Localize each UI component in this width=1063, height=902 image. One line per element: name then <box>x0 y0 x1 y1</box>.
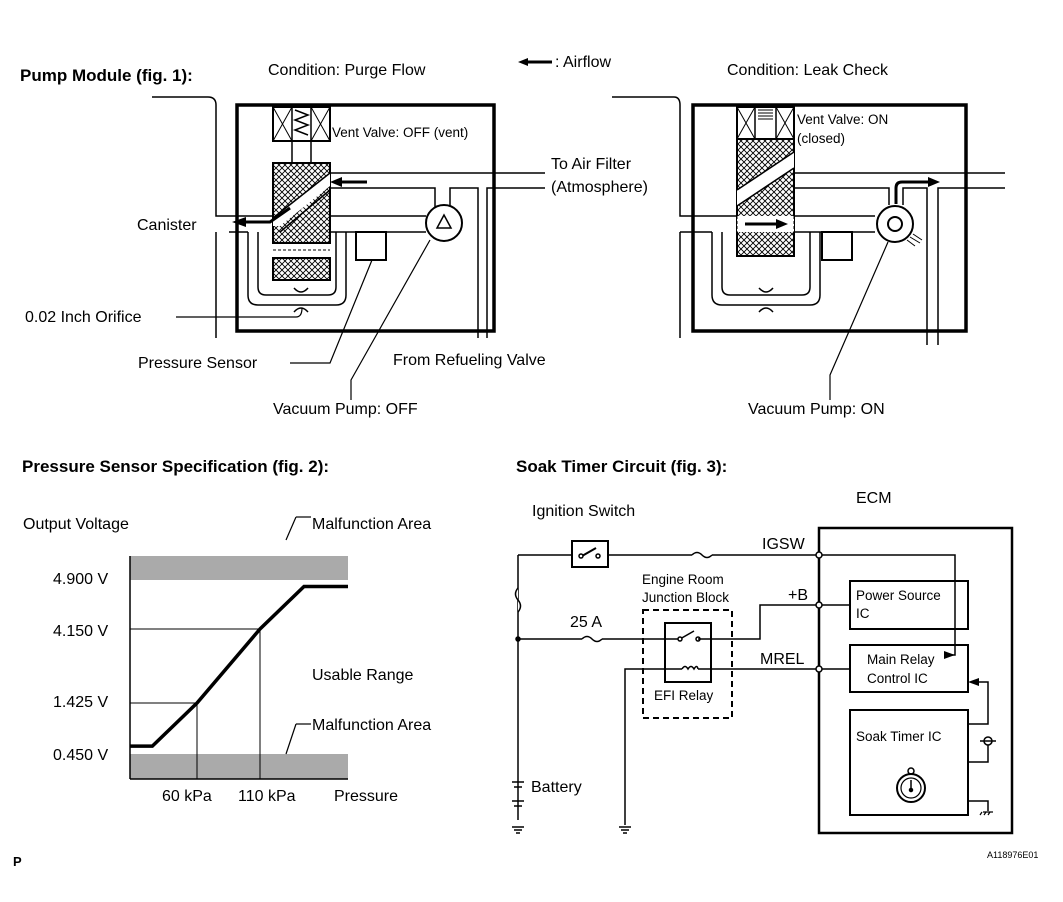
vent-valve-off-label: Vent Valve: OFF (vent) <box>332 125 468 140</box>
soak-timer-ic <box>849 709 969 816</box>
ecm-label: ECM <box>856 490 892 507</box>
efi-relay-box <box>664 622 712 683</box>
soak-timer-circuit <box>512 526 1014 835</box>
soak-timer-label: Soak Timer IC <box>856 729 942 744</box>
ignition-switch-label: Ignition Switch <box>532 503 635 520</box>
battery-ground-icon <box>512 826 524 834</box>
pressure-sensor-chart <box>129 556 348 780</box>
engine-room-junction-block <box>642 609 733 719</box>
fig2-title: Pressure Sensor Specification (fig. 2): <box>22 457 329 476</box>
junction-block-label-2: Junction Block <box>642 590 729 605</box>
orifice-label: 0.02 Inch Orifice <box>25 309 142 326</box>
airflow-legend-label: : Airflow <box>555 54 611 71</box>
battery-icon <box>512 781 524 807</box>
junction-block-label-1: Engine Room <box>642 572 724 587</box>
to-air-filter-label: To Air Filter <box>551 156 632 173</box>
ytick-4900: 4.900 V <box>53 571 108 588</box>
mrel-label: MREL <box>760 651 805 668</box>
power-source-label-2: IC <box>856 606 870 621</box>
pressure-sensor-label: Pressure Sensor <box>138 355 258 372</box>
fig2-xlabel: Pressure <box>334 788 398 805</box>
footer-page-mark: P <box>13 854 22 869</box>
malfunction-bottom-label: Malfunction Area <box>312 717 431 734</box>
pump-on-circle-icon <box>887 216 903 232</box>
canister-label: Canister <box>137 217 197 234</box>
xtick-110: 110 kPa <box>238 788 296 805</box>
vacuum-pump-off-label: Vacuum Pump: OFF <box>273 401 418 418</box>
usable-range-label: Usable Range <box>312 667 414 684</box>
malfunction-region-1 <box>130 754 348 779</box>
relay-coil-icon <box>681 665 699 671</box>
from-refueling-valve-label: From Refueling Valve <box>393 352 546 369</box>
plus-b-label: +B <box>788 587 808 604</box>
pump-off-triangle-icon <box>435 213 453 229</box>
vent-valve-closed-label: (closed) <box>797 131 845 146</box>
malfunction-region-0 <box>130 556 348 580</box>
battery-label: Battery <box>531 779 582 796</box>
fig1-title: Pump Module (fig. 1): <box>20 66 193 85</box>
ytick-0450: 0.450 V <box>53 747 108 764</box>
xtick-60: 60 kPa <box>162 788 212 805</box>
fig1-right-condition: Condition: Leak Check <box>727 62 889 79</box>
fig2-ylabel: Output Voltage <box>23 516 129 533</box>
power-source-label-1: Power Source <box>856 588 941 603</box>
efi-relay-label: EFI Relay <box>654 688 714 703</box>
vacuum-pump-on-label: Vacuum Pump: ON <box>748 401 885 418</box>
sensor-output-line <box>130 584 348 748</box>
ytick-4150: 4.150 V <box>53 623 108 640</box>
ground-icon <box>979 811 993 816</box>
stopwatch-icon <box>896 767 926 803</box>
igsw-label: IGSW <box>762 536 806 553</box>
malfunction-top-label: Malfunction Area <box>312 516 431 533</box>
ecm-box <box>817 526 1014 835</box>
ignition-switch-icon <box>571 540 609 568</box>
figure-id: A118976E01 <box>987 850 1038 860</box>
fuse-25a-label: 25 A <box>570 614 602 631</box>
airflow-legend: : Airflow <box>518 54 611 71</box>
pump-module-leak-check <box>612 96 1005 400</box>
igsw-fuse-icon <box>691 551 713 559</box>
power-source-ic <box>849 580 969 630</box>
main-relay-label-2: Control IC <box>867 671 928 686</box>
relay-ground-icon <box>619 826 631 834</box>
fig3-title: Soak Timer Circuit (fig. 3): <box>516 457 727 476</box>
fuse-25a-icon <box>581 635 603 643</box>
vent-valve-on-label: Vent Valve: ON <box>797 112 888 127</box>
atmosphere-label: (Atmosphere) <box>551 179 648 196</box>
fig1-left-condition: Condition: Purge Flow <box>268 62 426 79</box>
ytick-1425: 1.425 V <box>53 694 108 711</box>
main-relay-control-ic <box>849 644 969 693</box>
pump-module-purge-flow <box>152 96 545 400</box>
main-relay-label-1: Main Relay <box>867 652 935 667</box>
orifice-icon <box>293 287 309 313</box>
